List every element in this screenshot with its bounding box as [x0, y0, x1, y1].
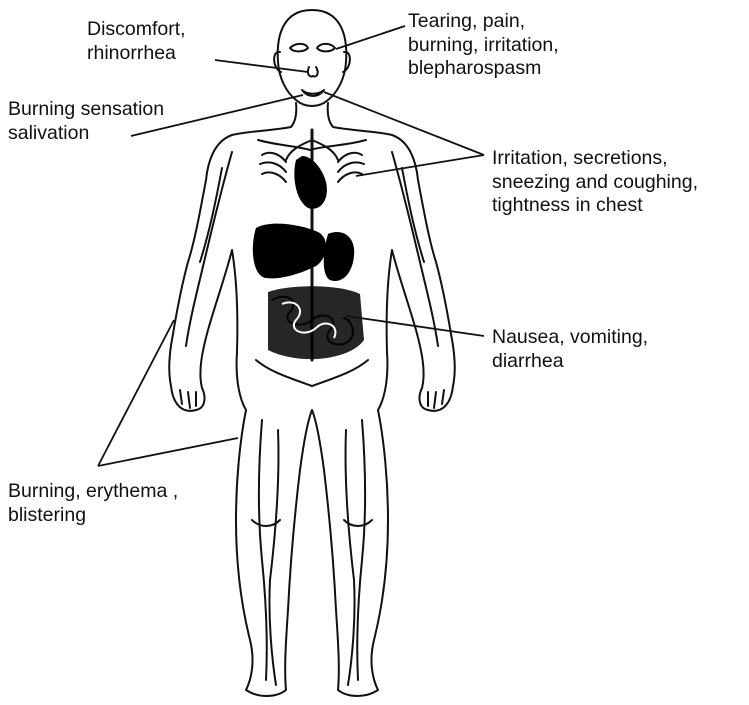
label-mouth-line-2: salivation: [8, 122, 164, 146]
right-leg-inner-2: [345, 430, 354, 685]
head-outline: [278, 10, 347, 106]
left-eye-icon: [290, 44, 308, 52]
right-hand-fingers: [428, 390, 444, 408]
vessel-right: [312, 140, 338, 160]
stomach-icon: [324, 232, 354, 281]
right-lung-ribs: [338, 153, 364, 182]
right-leg-inner: [357, 420, 365, 680]
label-eyes: Tearing, pain, burning, irritation, blep…: [408, 10, 559, 81]
label-lungs-line-1: Irritation, secretions,: [492, 147, 698, 171]
left-arm-inner: [186, 152, 232, 346]
label-gut-line-2: diarrhea: [492, 350, 648, 374]
label-nose-line-2: rhinorrhea: [87, 42, 186, 66]
label-eyes-line-3: blepharospasm: [408, 57, 559, 81]
label-eyes-line-1: Tearing, pain,: [408, 10, 559, 34]
label-gut: Nausea, vomiting, diarrhea: [492, 326, 648, 373]
mouth-icon: [302, 90, 324, 96]
leader-skin-a: [98, 320, 174, 466]
nose-icon: [308, 67, 318, 77]
leader-gut: [346, 316, 484, 336]
right-arm-inner: [392, 152, 438, 346]
heart-icon: [294, 156, 327, 209]
label-gut-line-1: Nausea, vomiting,: [492, 326, 648, 350]
label-mouth-line-1: Burning sensation: [8, 98, 164, 122]
leader-eyes: [336, 26, 405, 49]
left-lung-ribs: [260, 153, 286, 182]
label-skin-line-1: Burning, erythema ,: [8, 480, 178, 504]
label-nose: Discomfort, rhinorrhea: [87, 18, 186, 65]
left-arm-inner-2: [200, 168, 222, 262]
liver-icon: [253, 224, 326, 279]
right-arm-inner-2: [402, 168, 424, 262]
left-leg-inner: [259, 420, 267, 680]
pelvis-line: [256, 360, 368, 386]
label-eyes-line-2: burning, irritation,: [408, 34, 559, 58]
label-lungs-line-2: sneezing and coughing,: [492, 171, 698, 195]
label-nose-line-1: Discomfort,: [87, 18, 186, 42]
label-skin: Burning, erythema , blistering: [8, 480, 178, 527]
label-mouth: Burning sensation salivation: [8, 98, 164, 145]
leader-lungs-b: [356, 155, 484, 176]
label-lungs-line-3: tightness in chest: [492, 194, 698, 218]
left-leg-inner-2: [269, 430, 278, 685]
leader-lungs-a: [324, 92, 484, 155]
leader-skin-b: [98, 438, 238, 466]
large-intestine-icon: [268, 286, 364, 359]
leader-nose: [215, 60, 308, 72]
label-skin-line-2: blistering: [8, 504, 178, 528]
right-eye-icon: [317, 44, 335, 52]
left-hand-fingers: [180, 390, 196, 408]
label-lungs: Irritation, secretions, sneezing and cou…: [492, 147, 698, 218]
